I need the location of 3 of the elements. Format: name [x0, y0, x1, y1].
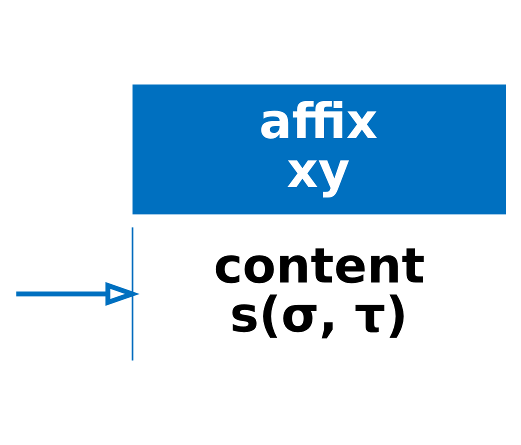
node-box: affix xy [132, 84, 506, 214]
node-text: content s(σ, τ) [214, 238, 425, 344]
arrow [16, 282, 140, 306]
